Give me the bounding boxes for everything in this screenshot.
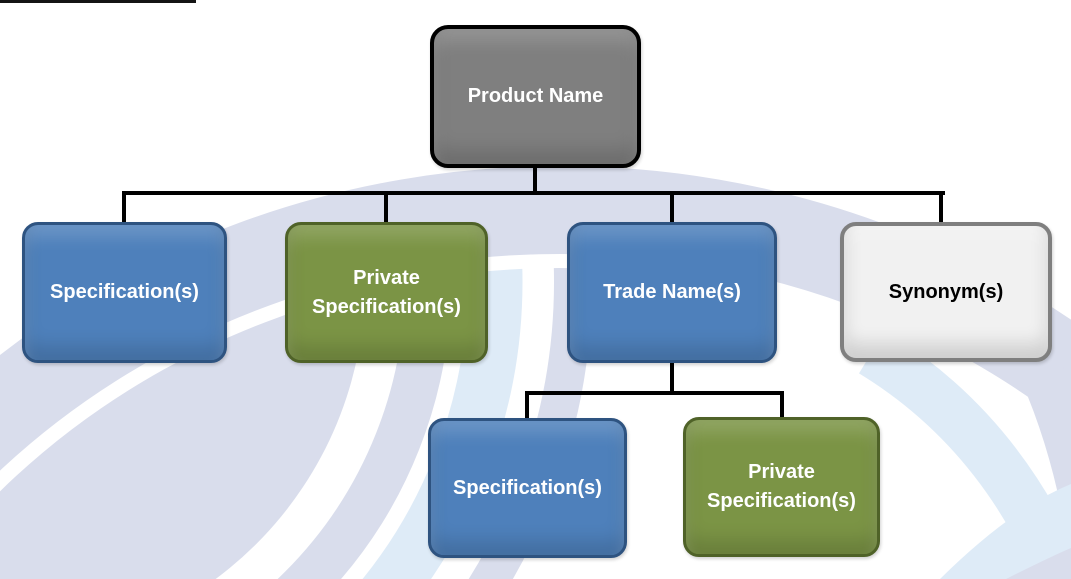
connector-level2-stub-2: [780, 393, 784, 419]
connector-level2-horizontal: [525, 391, 784, 395]
node-trade-names: Trade Name(s): [567, 222, 777, 363]
node-synonyms-label: Synonym(s): [888, 280, 1004, 303]
connector-level1-horizontal: [122, 191, 945, 195]
connector-level1-stub-1: [122, 193, 126, 222]
node-trade-specifications-label: Specification(s): [453, 476, 602, 499]
node-private-specifications: Private Specification(s): [285, 222, 488, 363]
watermark-swoosh-arc: [0, 166, 1071, 471]
watermark-bottom-left-disc: [0, 268, 365, 579]
node-specifications: Specification(s): [22, 222, 227, 363]
connector-trade-stub: [670, 361, 674, 393]
slide-edge-artifact: [0, 0, 196, 3]
connector-level1-stub-2: [384, 193, 388, 222]
node-trade-private-specifications-label: Private Specification(s): [707, 461, 856, 512]
node-private-specifications-label: Private Specification(s): [312, 266, 461, 318]
watermark-bottom-right-corner-edge: [1006, 548, 1071, 579]
connector-level1-stub-3: [670, 193, 674, 222]
connector-level1-stub-4: [939, 193, 943, 222]
node-trade-private-specifications: Private Specification(s): [683, 417, 880, 557]
node-trade-specifications: Specification(s): [428, 418, 627, 558]
watermark-bottom-right-corner: [940, 484, 1071, 579]
node-synonyms: Synonym(s): [840, 222, 1052, 362]
node-product-name: Product Name: [430, 25, 641, 168]
watermark-bottom-left-ring-2: [0, 268, 523, 579]
connector-root-stub: [533, 166, 537, 193]
connector-level2-stub-1: [525, 393, 529, 420]
node-specifications-label: Specification(s): [50, 281, 199, 303]
node-product-name-label: Product Name: [467, 85, 604, 107]
node-trade-names-label: Trade Name(s): [603, 281, 741, 303]
